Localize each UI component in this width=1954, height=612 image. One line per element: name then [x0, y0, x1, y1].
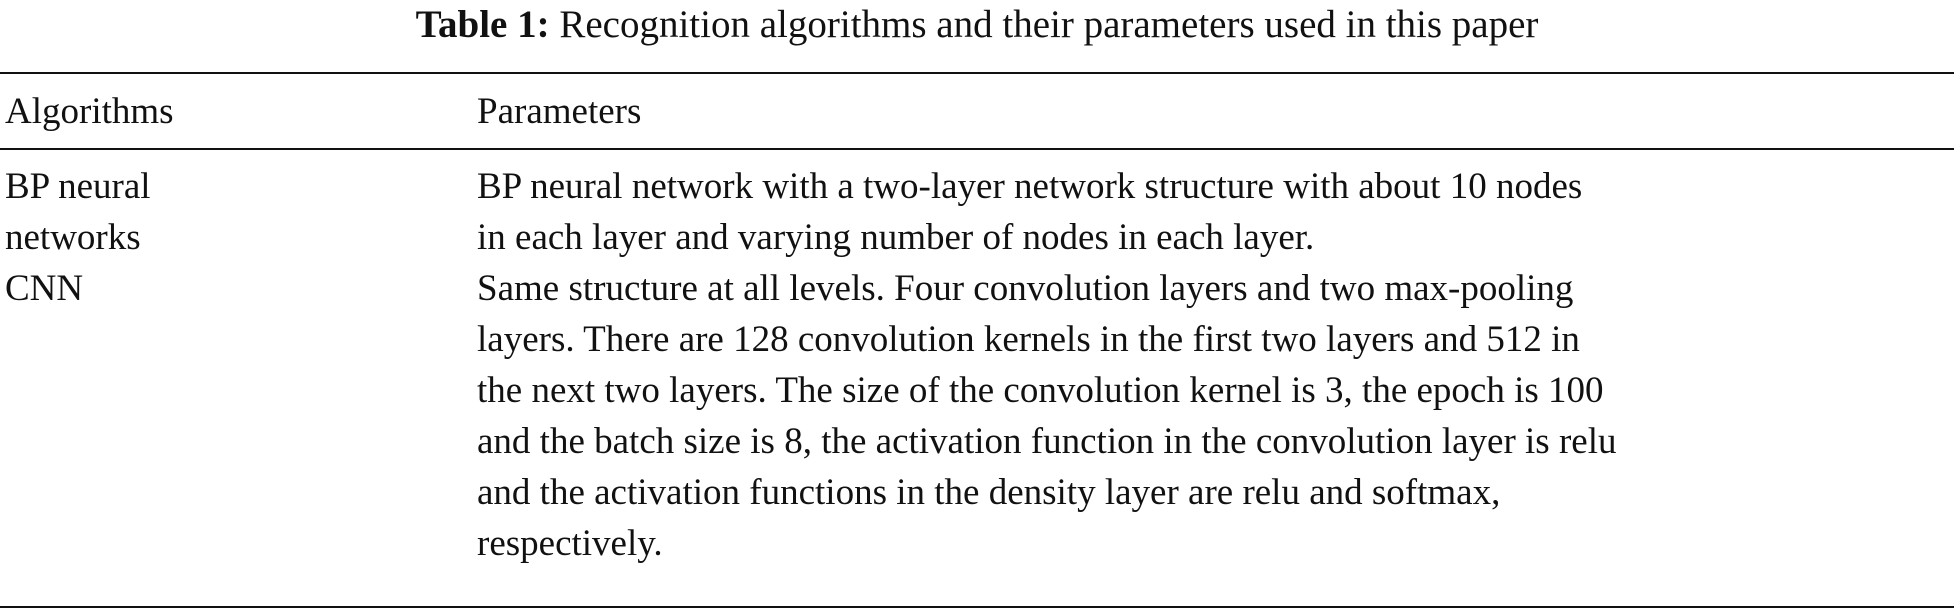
table-caption-label: Table 1:	[415, 3, 550, 46]
parameter-line: and the batch size is 8, the activation …	[477, 421, 1617, 462]
table-caption: Table 1: Recognition algorithms and thei…	[0, 2, 1954, 48]
parameter-line: layers. There are 128 convolution kernel…	[477, 319, 1580, 360]
parameter-line: Same structure at all levels. Four convo…	[477, 268, 1574, 309]
table-row-1-parameters: BP neural network with a two-layer netwo…	[477, 161, 1947, 263]
table-row-2-parameters: Same structure at all levels. Four convo…	[477, 263, 1954, 569]
parameter-line: the next two layers. The size of the con…	[477, 370, 1604, 411]
table-header-rule	[0, 148, 1954, 150]
parameter-line: in each layer and varying number of node…	[477, 217, 1315, 258]
column-header-parameters: Parameters	[477, 91, 642, 132]
table-caption-text: Recognition algorithms and their paramet…	[559, 3, 1539, 46]
table-top-rule	[0, 72, 1954, 74]
column-header-algorithms: Algorithms	[5, 91, 174, 132]
table-row-1-algorithm: BP neural networks	[5, 161, 305, 263]
table-row-2-algorithm: CNN	[5, 263, 305, 314]
algorithm-line: CNN	[5, 268, 84, 309]
parameter-line: and the activation functions in the dens…	[477, 472, 1501, 513]
parameter-line: BP neural network with a two-layer netwo…	[477, 166, 1583, 207]
table-bottom-rule	[0, 606, 1954, 608]
parameter-line: respectively.	[477, 523, 663, 564]
algorithm-line: BP neural	[5, 166, 151, 207]
algorithm-line: networks	[5, 217, 141, 258]
